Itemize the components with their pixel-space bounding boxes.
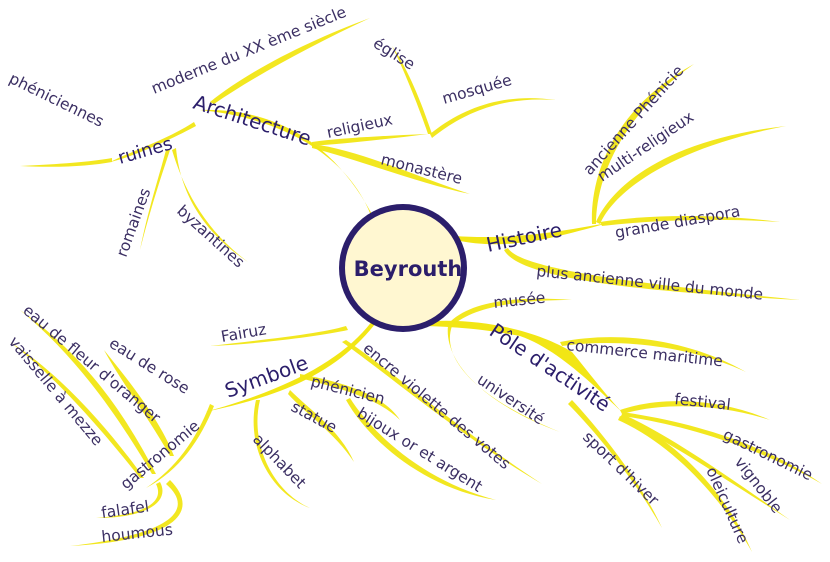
- label-alphabet: alphabet: [249, 430, 309, 492]
- label-monastere: monastère: [379, 150, 464, 188]
- branch-pole: [420, 320, 622, 412]
- branch-histoire: [455, 222, 612, 245]
- label-ruines: ruines: [116, 133, 175, 169]
- center-label: Beyrouth: [354, 257, 463, 281]
- center-fill: [345, 210, 461, 326]
- label-grande-diaspora: grande diaspora: [614, 202, 742, 242]
- center-node: Beyrouth: [339, 204, 467, 332]
- branch-label-architecture: Architecture: [190, 90, 314, 151]
- label-vaisselle: vaisselle à mezze: [5, 333, 107, 449]
- label-falafel: falafel: [100, 497, 150, 522]
- label-houmous: houmous: [101, 521, 174, 546]
- label-sport-hiver: sport d'hiver: [579, 428, 663, 510]
- secondary-branches: [10, 18, 822, 552]
- branch-label-histoire: Histoire: [484, 217, 564, 256]
- label-moderne: moderne du XX ème siècle: [149, 3, 349, 98]
- label-statue: statue: [288, 398, 340, 437]
- label-universite: université: [474, 370, 548, 428]
- label-musee: musée: [493, 289, 547, 312]
- label-eglise: église: [370, 34, 418, 73]
- label-pheniciennes: phéniciennes: [6, 69, 106, 130]
- label-romaines: romaines: [113, 186, 154, 260]
- label-byzantines: byzantines: [173, 202, 248, 272]
- label-gastronomie-pole: gastronomie: [720, 425, 815, 484]
- main-branches: [200, 109, 622, 412]
- label-festival: festival: [674, 390, 732, 414]
- label-plus-ancienne: plus ancienne ville du monde: [536, 262, 764, 304]
